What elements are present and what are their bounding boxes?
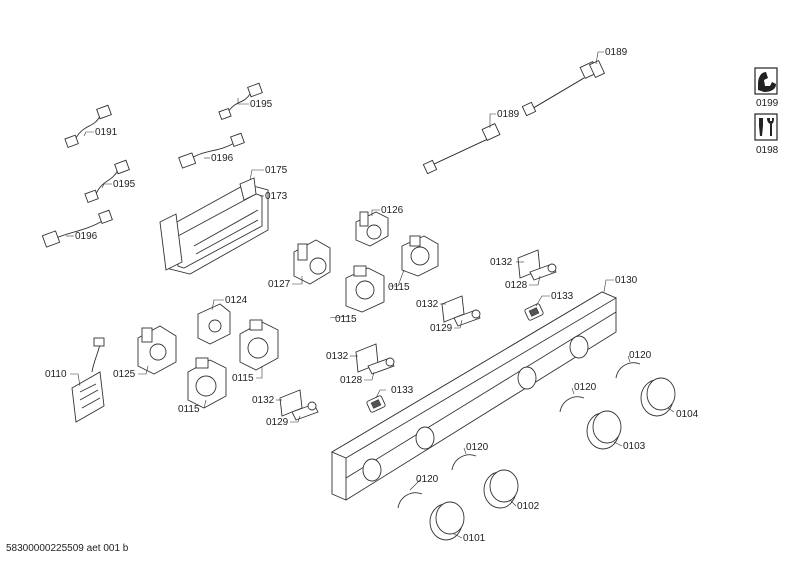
label-0126: 0126 — [381, 205, 404, 216]
tool-label-0198: 0198 — [756, 145, 779, 156]
switch-0115-c[interactable] — [239, 319, 279, 371]
label-0196-lower: 0196 — [75, 231, 98, 242]
cable-0189-lower[interactable] — [422, 123, 501, 175]
label-0132-a: 0132 — [490, 257, 513, 268]
label-0195-upper: 0195 — [250, 99, 273, 110]
control-module-0173[interactable] — [159, 177, 269, 275]
label-0128-a: 0128 — [505, 280, 528, 291]
sensor-0133-a[interactable] — [524, 303, 544, 321]
label-0129-a: 0129 — [430, 323, 453, 334]
tool-icon-0199[interactable]: 0199 — [754, 67, 779, 109]
sensor-0133-b[interactable] — [366, 395, 386, 413]
knob-0102[interactable] — [483, 469, 519, 509]
wire-0196-lower[interactable] — [41, 209, 113, 248]
label-0130: 0130 — [615, 275, 638, 286]
wire-0195-lower[interactable] — [84, 159, 130, 203]
wire-0195-upper[interactable] — [218, 82, 263, 121]
label-0115-d: 0115 — [178, 404, 200, 415]
label-0115-c: 0115 — [232, 373, 254, 384]
label-0101: 0101 — [463, 533, 486, 544]
bracket-0132-a[interactable] — [517, 249, 557, 281]
switch-0127[interactable] — [293, 239, 331, 285]
bracket-0132-d[interactable] — [279, 389, 319, 421]
switch-0115-d[interactable] — [187, 357, 227, 409]
label-0120-b: 0120 — [574, 382, 597, 393]
label-0127: 0127 — [268, 279, 291, 290]
screwdriver-icon — [759, 118, 763, 136]
knob-0101[interactable] — [429, 501, 465, 541]
knob-ring-0120-b[interactable] — [559, 396, 585, 413]
label-0173: 0173 — [265, 191, 288, 202]
label-0120-a: 0120 — [629, 350, 652, 361]
label-0196-upper: 0196 — [211, 153, 234, 164]
leader-lines — [66, 51, 675, 539]
label-0115-b: 0115 — [335, 314, 357, 325]
label-0189-upper: 0189 — [605, 47, 628, 58]
label-0132-d: 0132 — [252, 395, 275, 406]
wire-0191[interactable] — [64, 104, 112, 148]
knob-ring-0120-c[interactable] — [451, 454, 477, 471]
label-0102: 0102 — [517, 501, 540, 512]
cable-0189-upper[interactable] — [521, 59, 606, 117]
label-0110: 0110 — [45, 369, 67, 380]
switch-0125[interactable] — [137, 325, 177, 375]
label-0125: 0125 — [113, 369, 136, 380]
wrench-icon — [758, 72, 776, 92]
tool-icon-0198[interactable]: 0198 — [754, 113, 779, 156]
switch-0115-a[interactable] — [401, 235, 439, 277]
part-labels: 0189 0189 0195 0191 0196 0195 0196 0175 … — [45, 47, 699, 544]
knob-ring-0120-a[interactable] — [615, 362, 641, 379]
document-code: 58300000225509 aet 001 b — [6, 543, 129, 554]
label-0132-c: 0132 — [326, 351, 349, 362]
label-0115-a: 0115 — [388, 282, 410, 293]
tool-label-0199: 0199 — [756, 98, 779, 109]
label-0175: 0175 — [265, 165, 288, 176]
label-0132-b: 0132 — [416, 299, 439, 310]
label-0120-c: 0120 — [466, 442, 489, 453]
label-0191: 0191 — [95, 127, 118, 138]
spanner-icon — [767, 118, 774, 136]
electronic-board-0110[interactable] — [71, 337, 105, 423]
label-0133-a: 0133 — [551, 291, 574, 302]
knob-0103[interactable] — [586, 410, 622, 450]
switch-0126[interactable] — [355, 211, 389, 247]
label-0103: 0103 — [623, 441, 646, 452]
label-0189-lower: 0189 — [497, 109, 520, 120]
knob-0104[interactable] — [640, 377, 676, 417]
knob-ring-0120-d[interactable] — [397, 492, 423, 509]
control-panel-0130[interactable] — [331, 291, 617, 501]
label-0195-lower: 0195 — [113, 179, 136, 190]
switch-0115-b[interactable] — [345, 265, 385, 313]
bracket-0132-b[interactable] — [441, 295, 481, 327]
label-0128-b: 0128 — [340, 375, 363, 386]
label-0129-b: 0129 — [266, 417, 289, 428]
wire-0196-upper[interactable] — [178, 132, 245, 169]
label-0104: 0104 — [676, 409, 699, 420]
label-0124: 0124 — [225, 295, 248, 306]
label-0120-d: 0120 — [416, 474, 439, 485]
switch-0124[interactable] — [197, 303, 231, 345]
bracket-0132-c[interactable] — [355, 343, 395, 375]
label-0133-b: 0133 — [391, 385, 414, 396]
